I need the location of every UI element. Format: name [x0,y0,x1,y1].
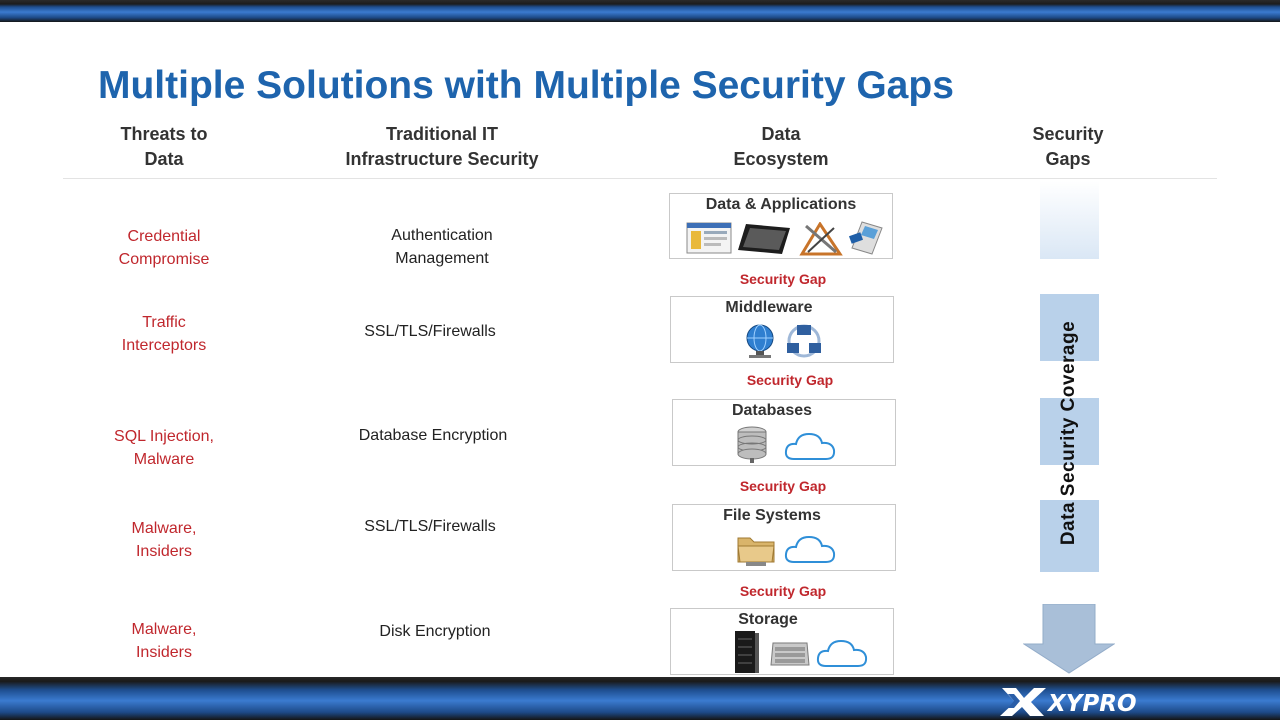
layer-label: Storage [738,611,798,628]
layer-file-systems: File Systems [672,504,896,571]
top-banner-bar [0,0,1280,22]
infra-database-encryption: Database Encryption [358,427,508,444]
database-server-icon [737,426,767,463]
layer-label: Middleware [725,299,813,316]
cloud-icon [816,639,868,667]
security-gap-label-2: Security Gap [746,372,834,388]
server-rack-icon [735,631,759,673]
infra-ssl-tls-firewalls-middleware: SSL/TLS/Firewalls [364,323,496,340]
card-terminal-icon [848,221,883,255]
down-arrow-icon [1023,604,1115,674]
storage-array-icon [770,642,810,666]
layer-label: File Systems [723,507,821,524]
folder-icon [737,537,775,566]
brand-name: XYPRO [1046,691,1137,717]
infra-ssl-tls-firewalls-files: SSL/TLS/Firewalls [364,518,496,535]
header-divider [63,178,1217,179]
security-gap-label-3: Security Gap [739,478,827,494]
tablet-icon [738,224,790,254]
drafting-tools-icon [799,222,843,256]
layer-data-applications: Data & Applications [669,193,893,259]
network-sync-icon [787,324,821,358]
cloud-icon [784,535,836,563]
threat-sql-injection: SQL Injection,Malware [114,428,214,468]
threat-malware-insiders-storage: Malware,Insiders [131,621,197,661]
layer-label: Databases [731,402,813,419]
security-gap-label-1: Security Gap [739,271,827,287]
data-security-coverage-label: Data Security Coverage [1058,320,1079,546]
cloud-icon [784,432,836,460]
browser-window-icon [686,222,732,254]
globe-network-icon [746,324,774,358]
security-gap-label-4: Security Gap [739,583,827,599]
infra-disk-encryption: Disk Encryption [379,623,491,640]
data-security-coverage-bar [1040,294,1099,572]
layer-label: Data & Applications [705,196,857,213]
bottom-banner-bar [0,677,1280,720]
slide-title: Multiple Solutions with Multiple Securit… [98,64,954,107]
layer-storage: Storage [670,608,894,675]
layer-middleware: Middleware [670,296,894,363]
security-gap-fade-block [1040,181,1099,259]
xypro-logo: XYPRO [1000,688,1137,717]
threat-malware-insiders-files: Malware,Insiders [131,520,197,560]
layer-databases: Databases [672,399,896,466]
